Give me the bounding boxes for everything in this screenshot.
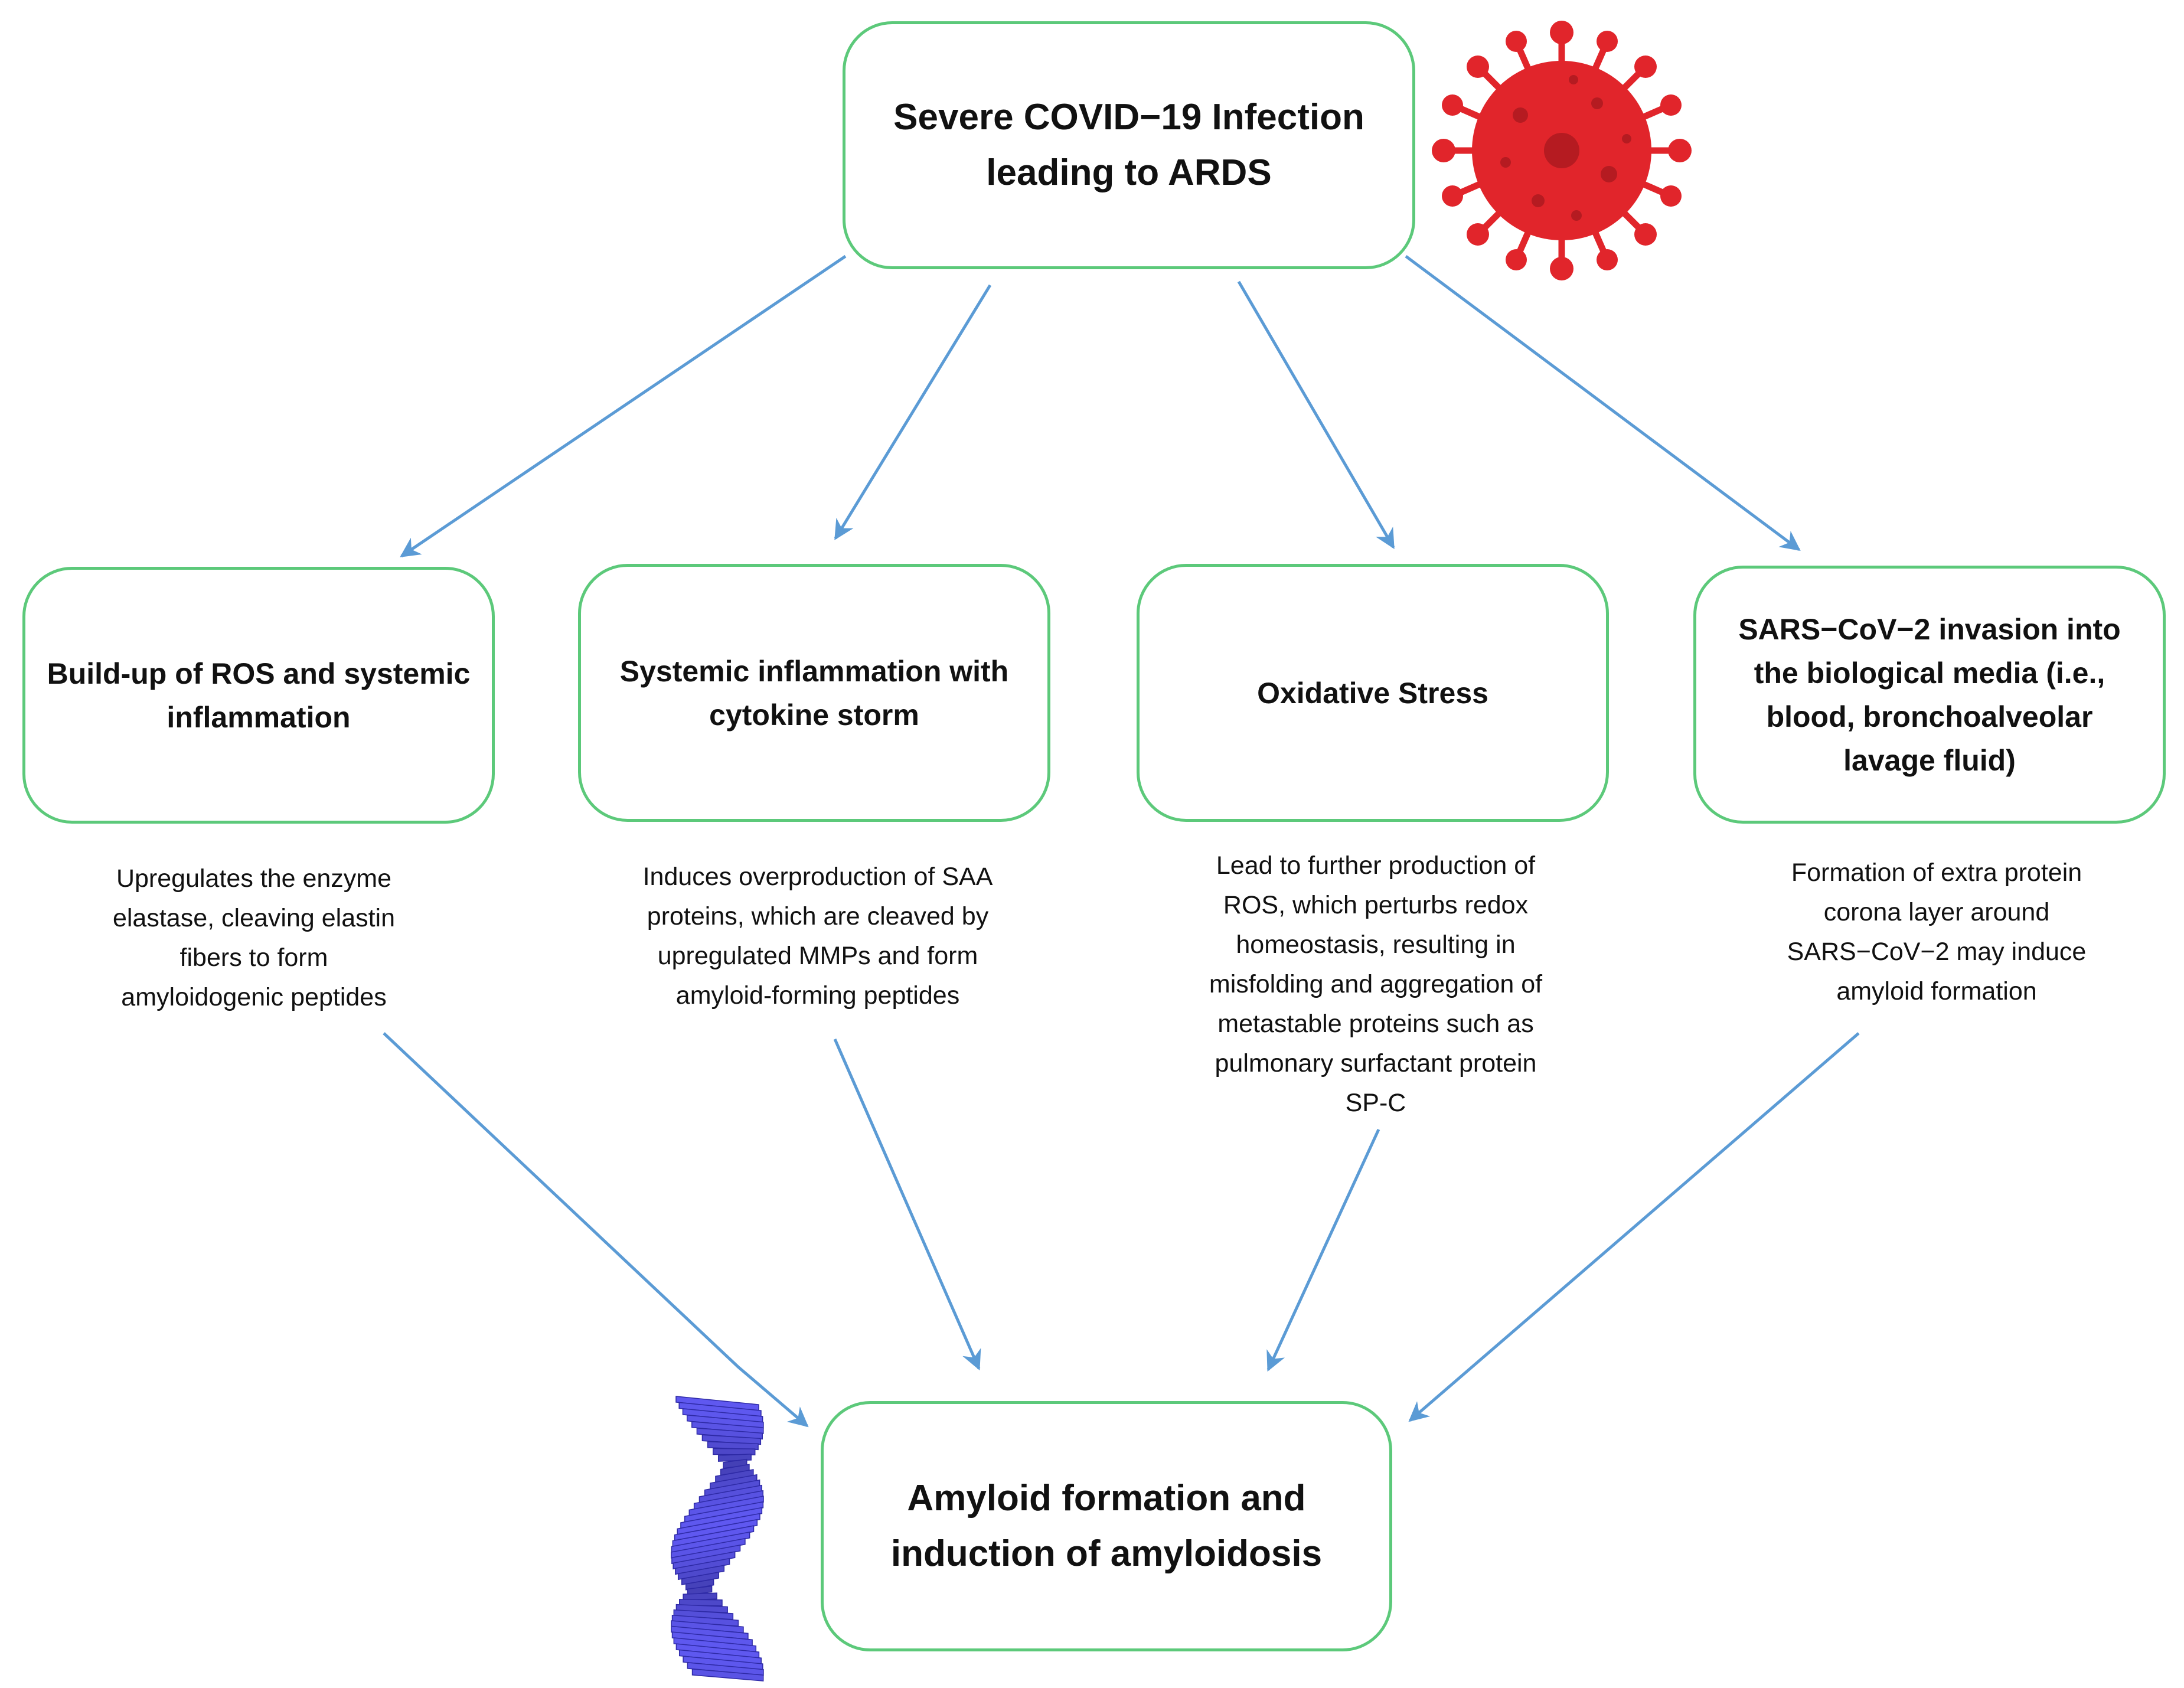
- amyloid-fibril-icon: [671, 1396, 764, 1682]
- outcome-line-2: induction of amyloidosis: [890, 1533, 1323, 1574]
- arrow-sars-to-outcome: [1408, 1032, 1860, 1422]
- fibril-plate: [681, 1571, 720, 1585]
- cytokine-title-line-1: Systemic inflammation with: [619, 654, 1009, 688]
- fibril-plate: [671, 1537, 746, 1559]
- fibril-plate: [701, 1434, 762, 1445]
- oxidative-description: Lead to further production of ROS, which…: [1209, 851, 1543, 1117]
- fibril-plate: [687, 1585, 713, 1596]
- cause-box-ros: Build-up of ROS and systemic inflammatio…: [22, 567, 495, 824]
- fibril-plate: [696, 1428, 763, 1440]
- sars-title-line-3: blood, bronchoalveolar: [1766, 700, 2093, 733]
- arrow-cytokine-to-outcome: [833, 1038, 981, 1371]
- outcome-line-1: Amyloid formation and: [907, 1478, 1306, 1519]
- arrow-top-to-cytokine: [834, 284, 992, 540]
- cause-box-sars: SARS−CoV−2 invasion into the biological …: [1693, 566, 2166, 824]
- ros-title-line-1: Build-up of ROS and systemic: [47, 657, 471, 690]
- arrow-ros-to-outcome: [383, 1032, 809, 1428]
- arrow-oxidative-to-outcome: [1266, 1128, 1380, 1372]
- fibril-plate: [691, 1669, 764, 1682]
- fibril-plate: [674, 1519, 758, 1542]
- ros-description: Upregulates the enzyme elastase, cleavin…: [112, 864, 396, 1011]
- arrow-top-to-sars: [1405, 254, 1801, 551]
- fibril-plate: [713, 1448, 756, 1455]
- amyloid-outcome-box: Amyloid formation and induction of amylo…: [821, 1401, 1392, 1651]
- fibril-plate: [679, 1599, 723, 1607]
- ros-title-line-2: inflammation: [167, 700, 351, 734]
- fibril-plate: [685, 1578, 714, 1591]
- covid-title-line-1: Severe COVID−19 Infection: [893, 97, 1364, 138]
- sars-title-line-2: the biological media (i.e.,: [1754, 656, 2105, 690]
- fibril-plate: [675, 1558, 730, 1575]
- fibril-plate: [691, 1421, 764, 1434]
- arrow-top-to-oxidative: [1237, 280, 1395, 549]
- sars-title-line-4: lavage fluid): [1843, 743, 2016, 777]
- fibril-plate: [671, 1544, 741, 1565]
- fibril-plate: [671, 1531, 750, 1553]
- cytokine-description: Induces overproduction of SAA proteins, …: [642, 863, 993, 1010]
- fibril-plate: [680, 1507, 763, 1529]
- arrow-top-to-ros: [400, 254, 847, 558]
- covid-title-line-2: leading to ARDS: [986, 152, 1272, 193]
- virus-icon: [1432, 21, 1692, 280]
- fibril-plate: [677, 1513, 760, 1536]
- cytokine-title-line-2: cytokine storm: [709, 698, 919, 732]
- cause-box-oxidative: Oxidative Stress: [1137, 564, 1609, 822]
- covid-infection-box: Severe COVID−19 Infection leading to ARD…: [843, 21, 1415, 269]
- fibril-plate: [707, 1441, 759, 1451]
- fibril-plate: [683, 1592, 717, 1601]
- sars-title-line-1: SARS−CoV−2 invasion into: [1738, 612, 2121, 646]
- oxidative-title-line-1: Oxidative Stress: [1257, 676, 1488, 710]
- fibril-plate: [672, 1551, 736, 1570]
- cause-box-cytokine: Systemic inflammation with cytokine stor…: [578, 564, 1050, 822]
- fibril-plate: [672, 1525, 755, 1547]
- fibril-plate: [684, 1501, 764, 1523]
- sars-description: Formation of extra protein corona layer …: [1787, 858, 2087, 1005]
- fibril-plate: [677, 1565, 725, 1581]
